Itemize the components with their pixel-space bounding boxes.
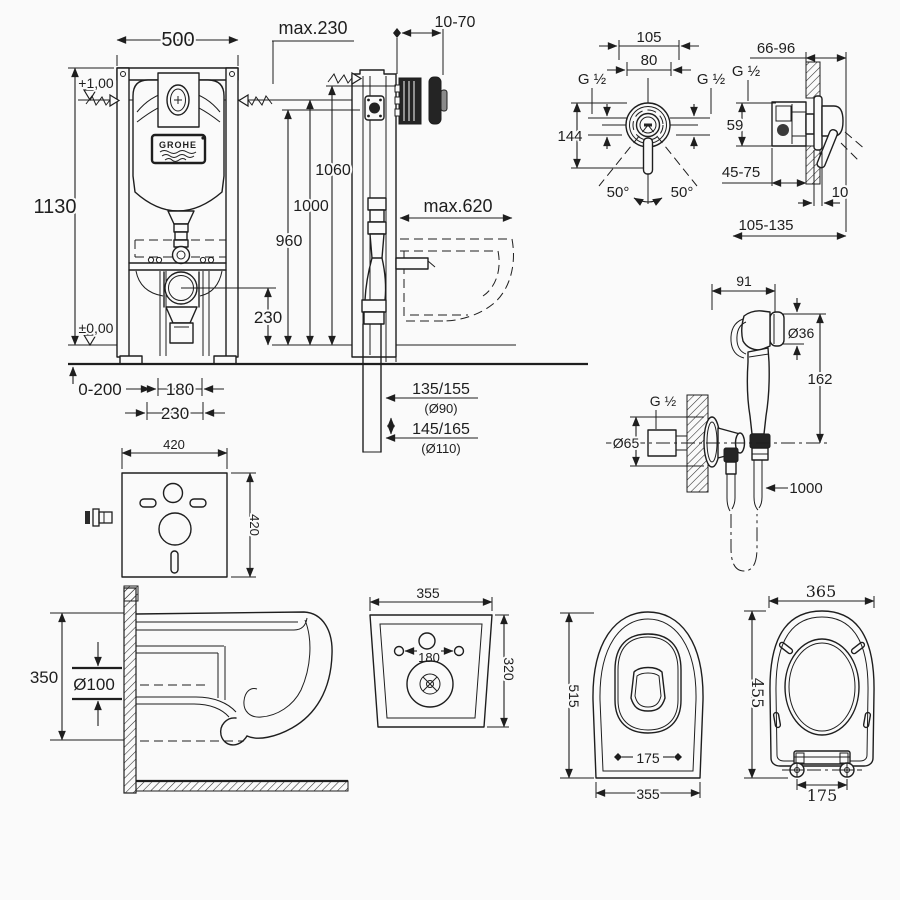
dim-mixer-66-96: 66-96 [757,40,795,57]
dim-h-960: 960 [276,233,303,250]
dim-frame-height: 1130 [33,196,76,218]
angle-right-label: 50° [671,184,694,201]
dim-spacing-230: 230 [161,404,189,423]
dim-rear-355: 355 [416,585,440,601]
dim-outlet-a-pipe: (Ø90) [424,401,457,416]
level-floor-label: ±0,00 [79,320,114,336]
dim-mixer-59: 59 [727,117,744,134]
dim-outlet-a: 135/155 [412,381,470,398]
mixer-side-view: 66-96 G ½ 59 45-75 10 105-135 [720,38,867,240]
dim-outlet-b: 145/165 [412,421,470,438]
dim-pad-height: 420 [247,514,262,536]
bowl-rear-view: 180 355 320 [369,583,519,728]
dim-mixer-105: 105 [636,29,661,46]
thread-left-label: G ½ [578,71,607,88]
dim-seat-455: 455 [748,678,767,709]
hole-marker [674,753,682,761]
mixer-front-view: 105 80 G ½ G ½ 144 50° 50° [555,27,728,206]
angle-left-label: 50° [607,184,630,201]
thread-right-label: G ½ [697,71,726,88]
dim-wall-range: 10-70 [435,14,476,31]
dim-shower-91: 91 [736,273,752,289]
dim-seat-175: 175 [807,786,838,805]
frame-front-view: 500 1130 +1,00 ±0,00 GROHE [31,27,360,425]
level-mark-icon [82,334,98,347]
dim-h-1060: 1060 [315,162,351,179]
dim-spacing-180: 180 [166,380,194,399]
hole-marker [614,753,622,761]
hand-shower-view: 91 Ø36 162 G ½ Ø65 1000 [606,271,835,572]
dim-top-extension: max.230 [278,18,347,38]
dim-depth-max: max.620 [423,196,492,216]
dim-pad-width: 420 [163,437,185,452]
dim-floor-range: 0-200 [78,380,121,399]
dim-top-515: 515 [566,684,582,708]
bowl-section-view: 350 Ø100 [28,587,349,794]
dim-rear-320: 320 [501,657,517,681]
reference-diamond [393,28,401,38]
fastener-icon [85,508,113,527]
brand-label: GROHE [159,140,197,150]
dim-trap-height: 230 [254,308,282,327]
flush-plate-side [428,76,442,125]
bowl-top-view: 175 515 355 [560,611,704,804]
grohe-logo: GROHE [150,133,207,165]
frame-side-view: max.230 10-70 960 1000 1060 max.620 135/… [68,12,588,458]
thread-label: G ½ [650,393,677,409]
dim-mixer-144: 144 [557,128,582,145]
dim-mixer-10: 10 [832,184,849,201]
dim-hose-length: 1000 [789,480,822,497]
dim-top-175: 175 [636,750,660,766]
dim-bowl-350: 350 [30,668,58,687]
dim-shower-162: 162 [807,371,832,388]
level-top-label: +1,00 [78,75,114,91]
dim-mixer-45-75: 45-75 [722,164,760,181]
seat-view: 365 455 175 [744,580,875,807]
sound-pad-view: 420 420 [85,435,264,602]
dim-mixer-105-135: 105-135 [738,217,793,234]
dim-outlet-b-pipe: (Ø110) [421,441,461,456]
dim-seat-365: 365 [806,582,837,601]
thread-label: G ½ [732,63,761,80]
level-mark-icon [82,89,98,102]
dim-frame-width: 500 [161,29,194,51]
dim-drain-diameter: Ø100 [73,675,115,694]
dim-top-355: 355 [636,786,660,802]
dim-rosette-diameter: Ø65 [613,435,640,451]
dim-mixer-80: 80 [641,52,658,69]
dim-h-1000: 1000 [293,198,329,215]
dim-head-diameter: Ø36 [788,325,815,341]
